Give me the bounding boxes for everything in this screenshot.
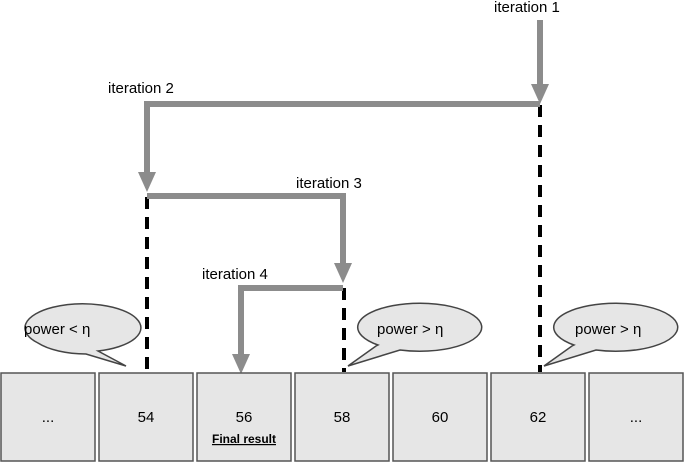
cell: 54: [98, 372, 194, 462]
cell: ...: [0, 372, 96, 462]
bubble-power-greater-62-text: power > η: [575, 321, 641, 338]
cell-value: 54: [138, 409, 155, 426]
iteration-arrows: [138, 20, 549, 374]
iteration-4-label: iteration 4: [202, 266, 268, 283]
bubble-power-less: power < η: [24, 303, 142, 367]
iteration-2-arrow: [144, 101, 540, 175]
bubble-power-less-text: power < η: [24, 321, 90, 338]
iteration-4-arrowhead: [232, 354, 250, 374]
cell-value: 58: [334, 409, 351, 426]
cells-row: ... 54 56 Final result 58 60 62 ...: [0, 372, 684, 462]
iteration-labels: iteration 1 iteration 2 iteration 3 iter…: [108, 0, 560, 283]
bubble-power-greater-58-text: power > η: [377, 321, 443, 338]
dashed-guides: [145, 105, 542, 372]
iteration-2-label: iteration 2: [108, 80, 174, 97]
bubble-power-greater-58: power > η: [347, 302, 483, 367]
cell-value: 62: [530, 409, 547, 426]
cell: 62: [490, 372, 586, 462]
cell-value: ...: [630, 409, 643, 426]
cell-value: ...: [42, 409, 55, 426]
iteration-3-label: iteration 3: [296, 175, 362, 192]
iteration-3-arrowhead: [334, 263, 352, 283]
final-result-label: Final result: [212, 432, 276, 446]
iteration-4-arrow: [238, 285, 343, 356]
iteration-1-arrowhead: [531, 84, 549, 104]
cell-value: 56: [236, 409, 253, 426]
cell: 60: [392, 372, 488, 462]
iteration-3-arrow: [147, 193, 346, 266]
iteration-2-arrowhead: [138, 172, 156, 192]
cell: ...: [588, 372, 684, 462]
cell-value: 60: [432, 409, 449, 426]
bubble-power-greater-62: power > η: [543, 302, 679, 367]
iteration-1-label: iteration 1: [494, 0, 560, 16]
cell-final-result: 56 Final result: [196, 372, 292, 462]
cell: 58: [294, 372, 390, 462]
speech-bubbles: power < η power > η power > η: [24, 302, 679, 367]
